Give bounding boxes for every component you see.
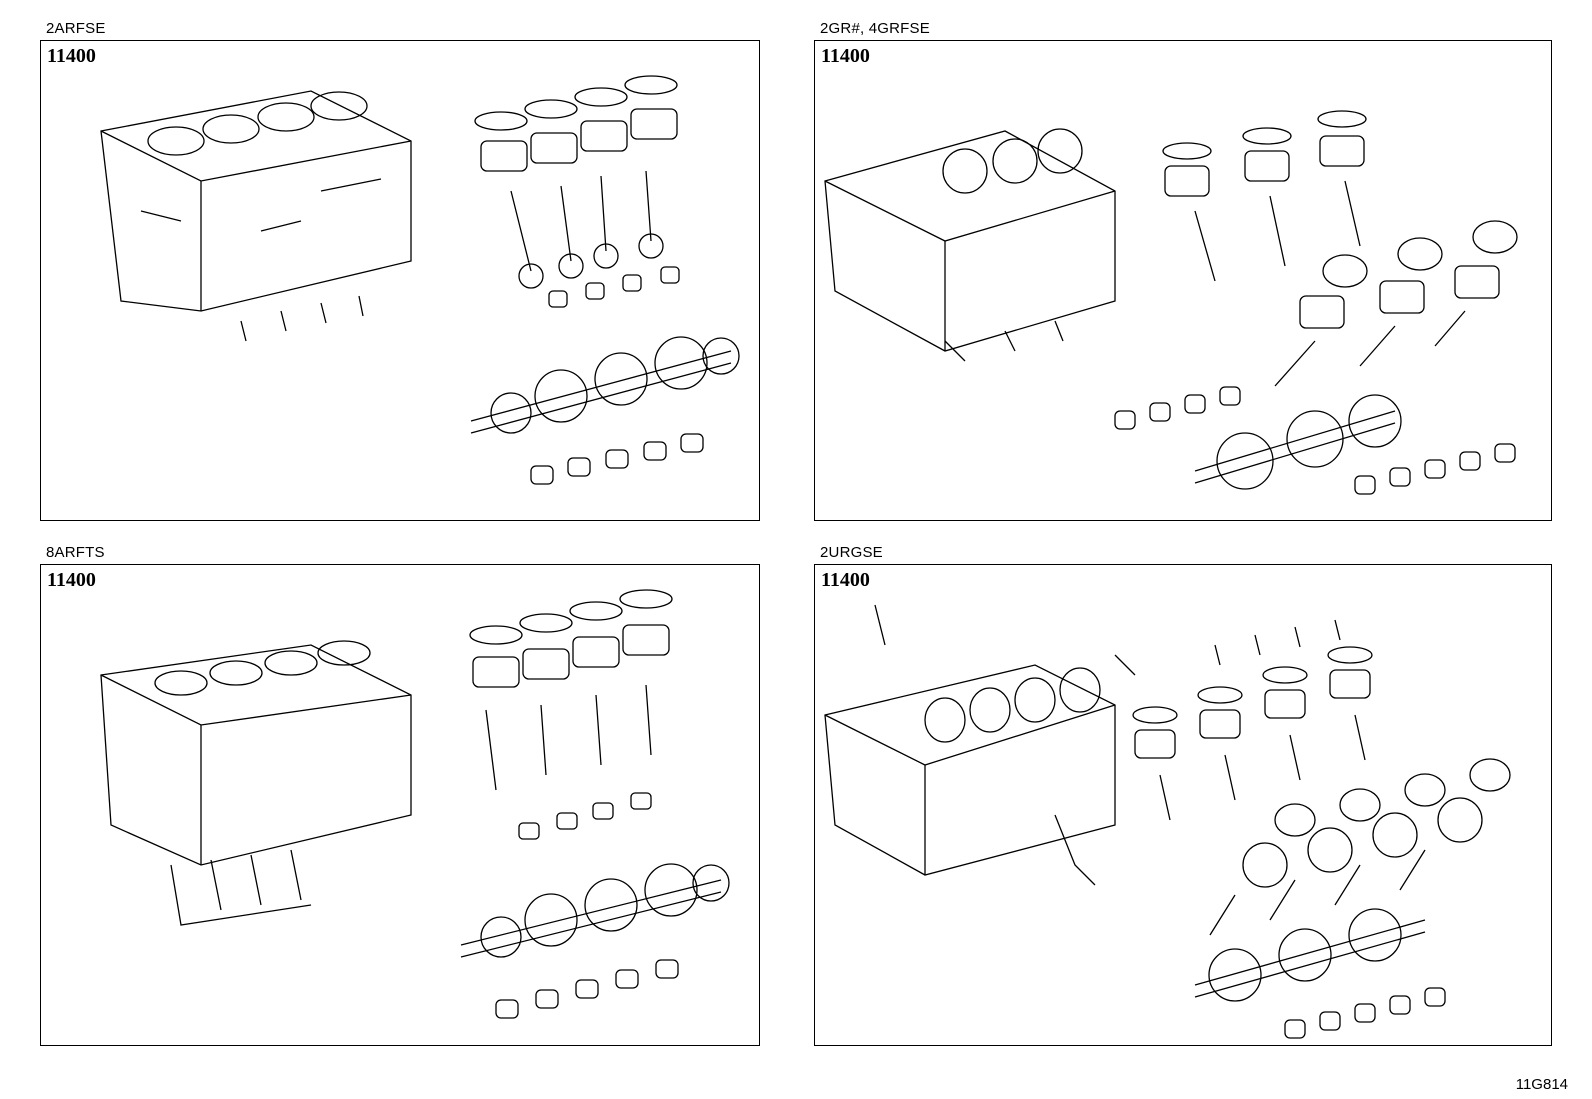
- piston-ring-set-icon: [469, 589, 673, 645]
- part-number-link[interactable]: 11400: [47, 569, 96, 591]
- engine-label-2gr-4grfse: 2GR#, 4GRFSE: [820, 20, 930, 37]
- engine-label-2urgse: 2URGSE: [820, 544, 883, 561]
- oil-nozzle-icon: [170, 849, 312, 926]
- bolt-icon: [240, 295, 364, 342]
- panel-8arfts: 11400: [40, 564, 760, 1046]
- cylinder-block-icon: [100, 90, 412, 312]
- connecting-rod-icon: [1194, 180, 1466, 387]
- page-code: 11G814: [1515, 1076, 1568, 1093]
- bearing-icon: [1114, 386, 1516, 495]
- crankshaft-icon: [1194, 394, 1402, 490]
- piston-icon: [480, 108, 678, 172]
- partial-engine-illustration: [100, 589, 730, 1019]
- bearing-icon: [495, 792, 679, 1019]
- oil-nozzle-icon: [874, 604, 1136, 886]
- part-number-link[interactable]: 11400: [821, 45, 870, 67]
- partial-engine-illustration: [100, 75, 740, 485]
- part-number-link[interactable]: 11400: [47, 45, 96, 67]
- partial-engine-illustration: [824, 110, 1518, 495]
- crankshaft-icon: [470, 336, 740, 434]
- piston-icon: [1134, 669, 1483, 888]
- partial-engine-illustration: [824, 604, 1511, 1039]
- crankshaft-icon: [1194, 908, 1426, 1002]
- cylinder-block-icon: [824, 128, 1116, 352]
- bolt-icon: [1214, 619, 1341, 666]
- panel-2gr-4grfse: 11400: [814, 40, 1552, 521]
- piston-icon: [472, 624, 670, 688]
- connecting-rod-icon: [510, 170, 664, 289]
- piston-ring-set-icon: [474, 75, 678, 131]
- panel-2urgse: 11400: [814, 564, 1552, 1046]
- part-number-link[interactable]: 11400: [821, 569, 870, 591]
- piston-ring-set-icon: [1132, 646, 1511, 837]
- engine-label-8arfts: 8ARFTS: [46, 544, 105, 561]
- connecting-rod-icon: [485, 684, 652, 791]
- cylinder-block-icon: [824, 664, 1116, 876]
- bearing-icon: [1284, 987, 1446, 1039]
- cylinder-block-icon: [100, 640, 412, 866]
- piston-icon: [1164, 135, 1500, 329]
- crankshaft-icon: [460, 863, 730, 958]
- piston-ring-set-icon: [1162, 110, 1518, 288]
- connecting-rod-icon: [1159, 714, 1426, 936]
- engine-label-2arfse: 2ARFSE: [46, 20, 106, 37]
- bearing-icon: [530, 266, 704, 485]
- panel-2arfse: 11400: [40, 40, 760, 521]
- oil-nozzle-icon: [944, 320, 1064, 362]
